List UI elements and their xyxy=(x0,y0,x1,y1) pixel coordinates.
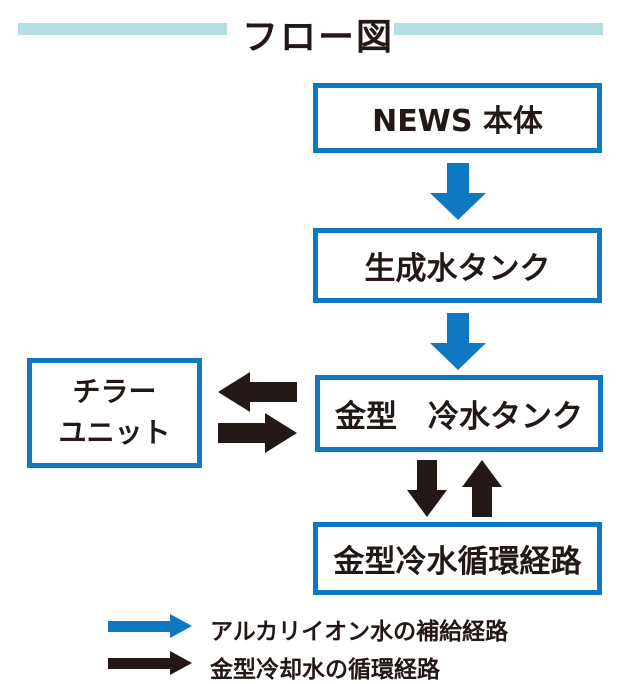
arrow-shaft xyxy=(108,657,170,669)
title-decoration-bar-right xyxy=(394,23,603,35)
arrow-down-blue-icon xyxy=(430,313,486,370)
node-mold-cold-water-tank-label: 金型 冷水タンク xyxy=(335,399,583,435)
arrow-shaft xyxy=(108,620,170,632)
node-news-main-unit-label: NEWS 本体 xyxy=(372,104,543,139)
legend-label-mold-cooling-circulation: 金型冷却水の循環経路 xyxy=(210,657,440,683)
node-chiller-unit: チラー ユニット xyxy=(27,358,202,468)
arrow-down-blue-icon xyxy=(430,163,486,220)
legend-blue-right-arrow-icon xyxy=(108,614,192,638)
node-generated-water-tank-label: 生成水タンク xyxy=(364,251,551,287)
node-mold-cold-water-tank: 金型 冷水タンク xyxy=(315,375,603,452)
node-chiller-unit-label-line1: チラー xyxy=(72,375,157,409)
page-title: フロー図 xyxy=(241,17,394,58)
arrow-head xyxy=(170,614,192,638)
arrow-shaft xyxy=(218,423,265,443)
node-mold-cold-water-circulation-path-label: 金型冷水循環経路 xyxy=(333,544,582,580)
node-chiller-unit-label-line2: ユニット xyxy=(58,416,171,449)
title-decoration-bar-left xyxy=(18,23,227,35)
arrow-down-black-icon xyxy=(407,460,447,517)
node-mold-cold-water-circulation-path: 金型冷水循環経路 xyxy=(313,522,602,595)
arrow-shaft xyxy=(447,163,469,193)
node-generated-water-tank: 生成水タンク xyxy=(313,228,602,303)
arrow-head xyxy=(170,651,192,675)
legend-black-right-arrow-icon xyxy=(108,651,192,675)
arrow-shaft xyxy=(472,487,492,517)
arrow-head xyxy=(430,193,486,220)
arrow-shaft xyxy=(417,460,437,490)
arrow-head xyxy=(218,372,250,412)
arrow-shaft xyxy=(250,382,297,402)
arrow-head xyxy=(407,490,447,517)
arrow-head xyxy=(265,413,297,453)
arrow-left-black-icon xyxy=(218,372,297,412)
node-news-main-unit: NEWS 本体 xyxy=(313,83,602,153)
arrow-right-black-icon xyxy=(218,413,297,453)
arrow-up-black-icon xyxy=(462,460,502,517)
arrow-head xyxy=(462,460,502,487)
arrow-shaft xyxy=(447,313,469,343)
legend-label-alkaline-supply: アルカリイオン水の補給経路 xyxy=(210,619,509,645)
arrow-head xyxy=(430,343,486,370)
